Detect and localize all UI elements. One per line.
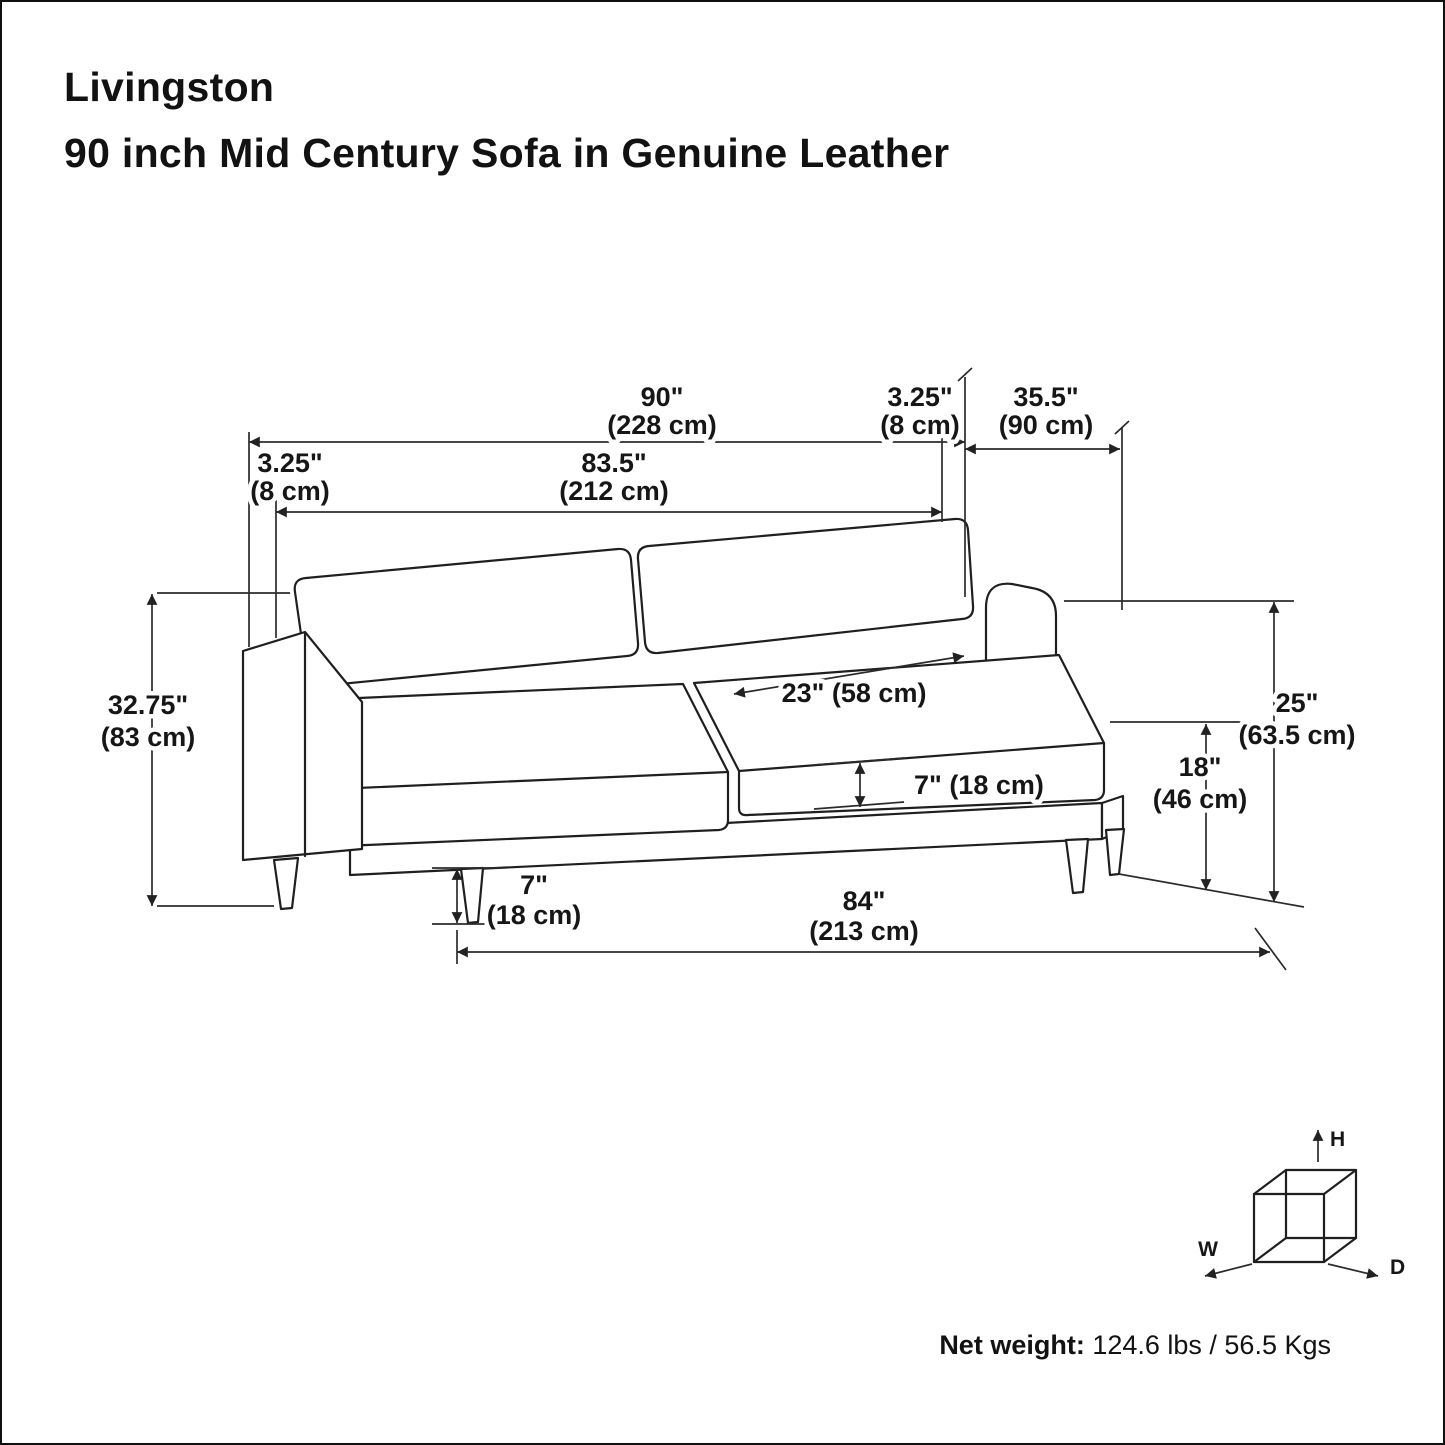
dim-seat-height: 18" (46 cm) (1148, 724, 1252, 890)
dim-label: 32.75" (108, 690, 188, 720)
orientation-cube: H W D (1198, 1128, 1405, 1279)
net-weight-value: 124.6 lbs / 56.5 Kgs (1092, 1330, 1331, 1360)
dim-label: (83 cm) (101, 722, 196, 752)
dim-label: (90 cm) (999, 410, 1094, 440)
cube-back-face (1284, 1168, 1358, 1240)
sofa-leg-back-right (1104, 827, 1126, 877)
width-axis-label: W (1198, 1238, 1218, 1261)
dim-label: (213 cm) (809, 916, 919, 946)
sofa-illustration (241, 517, 1126, 925)
net-weight-label: Net weight: (939, 1330, 1085, 1360)
dim-label: 83.5" (581, 448, 646, 478)
extension-line (1254, 927, 1287, 971)
dim-label: (18 cm) (487, 900, 582, 930)
dimension-annotations: 90" (228 cm) 3.25" (8 cm) 35.5" (90 cm) … (96, 367, 1360, 971)
floor-extension-line (1118, 873, 1305, 908)
sofa-leg-front-left (272, 856, 300, 911)
dim-cushion-thickness: 7" (18 cm) (854, 763, 1048, 807)
dim-label: 3.25" (887, 382, 952, 412)
dim-base-width: 84" (213 cm) (457, 882, 1270, 958)
seat-cushion-right-crease (737, 741, 1106, 773)
width-axis-arrow (1204, 1263, 1253, 1279)
dim-label: (8 cm) (250, 476, 330, 506)
tick-mark (1114, 420, 1130, 435)
dim-label: (46 cm) (1153, 784, 1248, 814)
dim-label: 7" (18 cm) (914, 770, 1044, 800)
sofa-leg-front-mid (459, 866, 485, 925)
dim-label: 7" (520, 870, 548, 900)
extension-line (813, 757, 905, 766)
dim-arm-thickness-left: 3.25" (8 cm) (246, 444, 335, 511)
sofa-leg-front-right (1064, 837, 1090, 895)
dim-arm-height: 25" (63.5 cm) (1234, 602, 1360, 902)
left-arm (241, 630, 364, 862)
back-cushion-right (636, 517, 975, 655)
dim-seat-depth: 23" (58 cm) (733, 652, 965, 713)
back-cushion-left (293, 547, 640, 688)
product-name: Livingston (64, 64, 275, 110)
page-title: Livingston 90 inch Mid Century Sofa in G… (64, 54, 949, 186)
net-weight: Net weight: 124.6 lbs / 56.5 Kgs (939, 1330, 1331, 1361)
cube-connector-edges (1252, 1168, 1358, 1264)
dim-label: 3.25" (257, 448, 322, 478)
height-axis-label: H (1330, 1128, 1345, 1151)
dim-label: (228 cm) (607, 410, 717, 440)
dim-label: (212 cm) (559, 476, 669, 506)
depth-axis-arrow (1327, 1263, 1379, 1279)
cube-front-face (1252, 1192, 1326, 1264)
dim-leg-height: 7" (18 cm) (451, 866, 586, 935)
dim-label: 90" (641, 382, 684, 412)
dim-overall-height: 32.75" (83 cm) (96, 594, 200, 906)
depth-axis-label: D (1390, 1256, 1405, 1279)
dim-label: (8 cm) (880, 410, 960, 440)
seat-cushion-left-crease (332, 770, 730, 791)
dim-label: 23" (58 cm) (782, 678, 927, 708)
dim-label: 25" (1276, 688, 1319, 718)
dim-label: 18" (1179, 752, 1222, 782)
dim-depth: 35.5" (90 cm) (965, 378, 1120, 455)
dim-overall-width: 90" (228 cm) (249, 378, 965, 448)
dim-inner-width: 83.5" (212 cm) (276, 444, 942, 518)
tick-mark (957, 367, 973, 382)
dim-label: (63.5 cm) (1238, 720, 1355, 750)
product-description: 90 inch Mid Century Sofa in Genuine Leat… (64, 130, 950, 176)
dim-arm-thickness-right: 3.25" (8 cm) (876, 378, 965, 445)
dim-label: 84" (843, 886, 886, 916)
dim-label: 35.5" (1013, 382, 1078, 412)
